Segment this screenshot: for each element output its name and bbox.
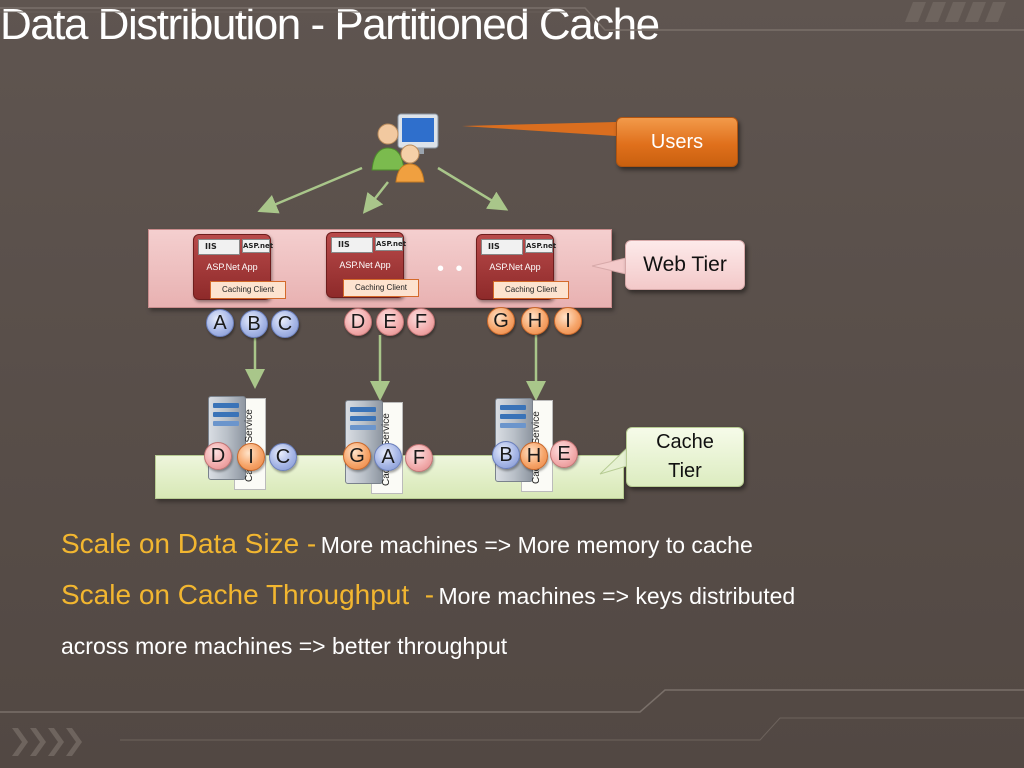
server-icon [345, 400, 383, 484]
server-icon [495, 398, 533, 482]
caching-client-1: Caching Client [210, 281, 286, 299]
app-label: ASP.Net App [339, 260, 391, 270]
aspnet-logo: ASP.net [375, 237, 406, 251]
caption-line-1: Scale on Data Size - More machines => Mo… [61, 528, 753, 560]
iis-logo: IIS [198, 239, 240, 255]
caching-service-label: Caching Service [531, 394, 542, 484]
cache-key-bubble: B [492, 441, 520, 469]
web-tier-callout: Web Tier [625, 240, 745, 290]
cache-tier-callout: Cache Tier [626, 427, 744, 487]
web-key-bubble: G [487, 307, 515, 335]
top-chevrons-decoration [905, 2, 1006, 22]
caching-client-2: Caching Client [343, 279, 419, 297]
cache-tier-label-line1: Cache [656, 431, 714, 453]
caption-line-3: across more machines => better throughpu… [61, 633, 508, 659]
web-key-bubble: B [240, 310, 268, 338]
web-key-bubble: E [376, 308, 404, 336]
cache-tier-label-line2: Tier [668, 460, 702, 482]
users-icon [371, 113, 439, 183]
caption-line-2: Scale on Cache Throughput - More machine… [61, 579, 795, 611]
app-label: ASP.Net App [206, 262, 258, 272]
cache-key-bubble: D [204, 442, 232, 470]
cache-key-bubble: H [520, 442, 548, 470]
cache-key-bubble: G [343, 442, 371, 470]
web-key-bubble: H [521, 307, 549, 335]
users-callout: Users [616, 117, 738, 167]
cache-key-bubble: A [374, 443, 402, 471]
web-key-bubble: A [206, 309, 234, 337]
caption-text: More machines => More memory to cache [320, 532, 753, 558]
app-label: ASP.Net App [489, 262, 541, 272]
web-key-bubble: C [271, 310, 299, 338]
web-key-bubble: F [407, 308, 435, 336]
iis-logo: IIS [481, 239, 523, 255]
web-key-bubble: D [344, 308, 372, 336]
aspnet-logo: ASP.net [242, 239, 273, 253]
bottom-chevrons-decoration [12, 728, 82, 756]
users-callout-pointer [462, 122, 616, 136]
iis-logo: IIS [331, 237, 373, 253]
aspnet-logo: ASP.net [525, 239, 556, 253]
web-key-bubble: I [554, 307, 582, 335]
caching-service-label: Caching Service [381, 396, 392, 486]
cache-key-bubble: E [550, 440, 578, 468]
cache-key-bubble: F [405, 444, 433, 472]
caption-highlight: Scale on Cache Throughput - [61, 579, 435, 610]
cache-key-bubble: I [237, 443, 265, 471]
caching-client-3: Caching Client [493, 281, 569, 299]
caption-highlight: Scale on Data Size - [61, 528, 317, 559]
cache-key-bubble: C [269, 443, 297, 471]
more-servers-ellipsis: • • [437, 258, 466, 280]
caption-text: More machines => keys distributed [438, 583, 796, 609]
